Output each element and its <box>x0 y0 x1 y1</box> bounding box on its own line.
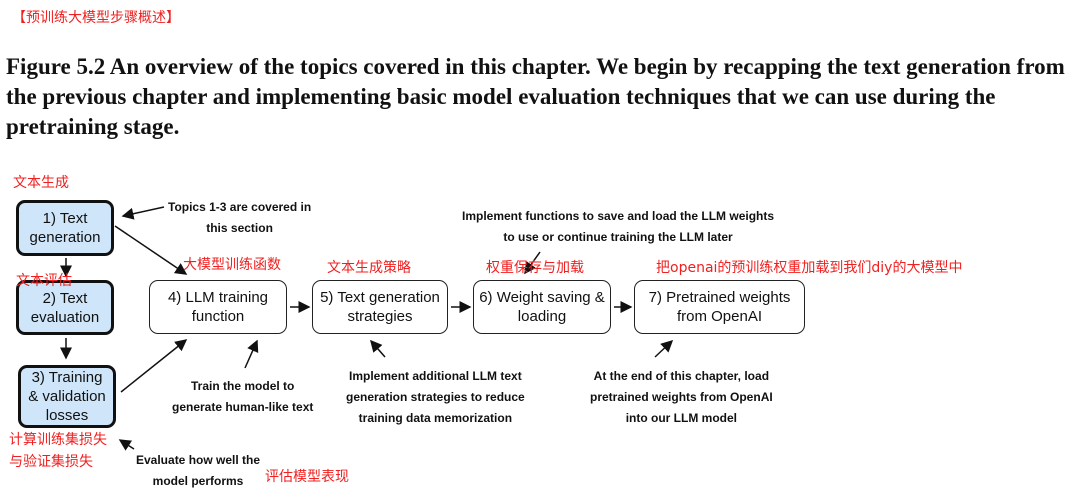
box-weight-saving-loading: 6) Weight saving &loading <box>473 280 611 334</box>
annotation-weights: 权重保存与加载 <box>486 260 584 276</box>
annotation-text-eval: 文本评估 <box>16 273 72 289</box>
header-note: 【预训练大模型步骤概述】 <box>12 10 180 26</box>
arrow-train-note <box>244 339 259 369</box>
figure-caption: Figure 5.2 An overview of the topics cov… <box>6 54 1065 139</box>
note-save-load: Implement functions to save and load the… <box>462 209 775 244</box>
annotation-openai: 把openai的预训练权重加载到我们diy的大模型中 <box>656 260 963 276</box>
arrow-topics-to-box1 <box>121 206 165 220</box>
annotation-strategies: 文本生成策略 <box>327 260 411 276</box>
annotation-eval-model: 评估模型表现 <box>265 469 349 485</box>
arrow-openai-note <box>654 339 674 358</box>
annotation-train-fn: 大模型训练函数 <box>183 257 281 273</box>
arrow-box3-to-box4 <box>120 339 188 393</box>
arrow-box1-to-box4 <box>114 225 188 275</box>
annotation-text-gen: 文本生成 <box>13 175 69 191</box>
arrow-evaluate-note <box>118 439 135 451</box>
annotation-losses-2: 与验证集损失 <box>9 454 93 470</box>
annotation-losses-1: 计算训练集损失 <box>9 432 107 448</box>
arrow-strategies-note <box>370 339 386 358</box>
arrow-save-note <box>524 251 541 275</box>
